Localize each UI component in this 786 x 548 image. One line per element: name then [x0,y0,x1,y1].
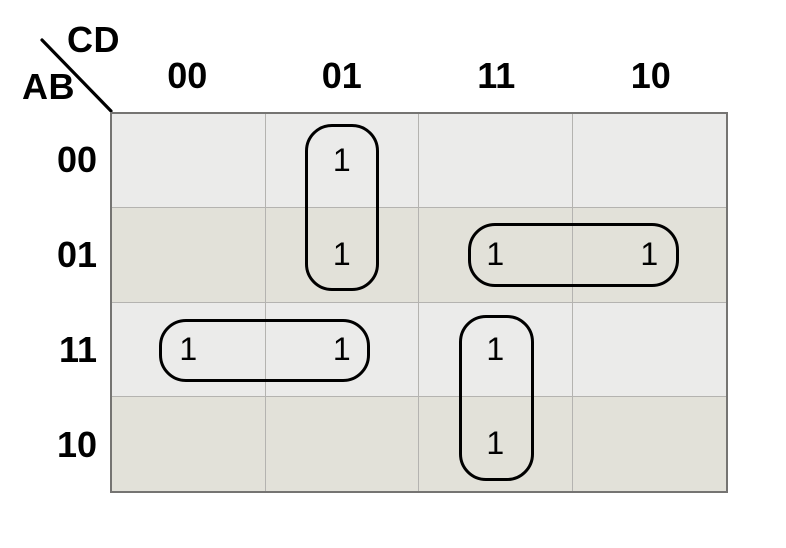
row-header-ab00: 00 [56,138,97,180]
row-headers: 00 01 11 10 [0,112,97,493]
col-header-cd11: 11 [477,55,516,96]
cell-ab01-cd00 [112,208,266,303]
cell-ab01-cd01: 1 [265,208,419,303]
cell-ab00-cd10 [572,114,726,209]
row-header-ab10: 10 [56,424,97,466]
axis-divider-diagonal-line [40,38,113,113]
cell-ab00-cd01: 1 [265,114,419,209]
cell-ab01-cd10: 1 [572,208,726,303]
kmap-grid: 1 1 1 1 1 1 1 1 [110,112,728,493]
cell-ab01-cd11: 1 [419,208,573,303]
cell-ab11-cd00: 1 [112,302,266,397]
cell-ab10-cd11: 1 [419,396,573,491]
cell-ab00-cd11 [419,114,573,209]
row-variables-label: AB [22,66,75,107]
col-header-cd10: 10 [630,55,671,96]
cell-ab11-cd01: 1 [265,302,419,397]
col-header-cd00: 00 [167,55,208,96]
cell-ab00-cd00 [112,114,266,209]
column-headers: 00 01 11 10 [110,56,728,96]
column-variables-label: CD [67,19,120,60]
row-header-ab01: 01 [56,233,97,275]
row-header-ab11: 11 [58,329,97,371]
cell-ab11-cd11: 1 [419,302,573,397]
cell-ab10-cd00 [112,396,266,491]
cell-ab10-cd01 [265,396,419,491]
col-header-cd01: 01 [321,55,362,96]
cell-ab11-cd10 [572,302,726,397]
cell-ab10-cd10 [572,396,726,491]
